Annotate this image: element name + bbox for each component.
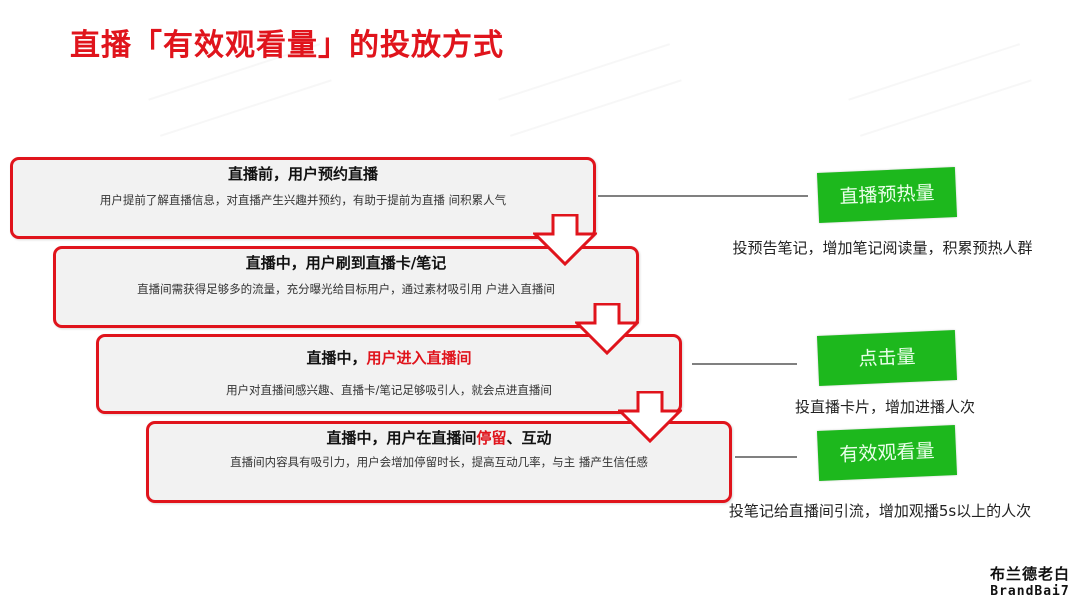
- step-box-enter-room: 直播中，用户进入直播间 用户对直播间感兴趣、直播卡/笔记足够吸引人，就会点进直播…: [96, 334, 682, 414]
- brand-name-cn: 布兰德老白: [989, 565, 1070, 583]
- step-heading: 直播前，用户预约直播: [227, 165, 378, 183]
- step-description: 用户提前了解直播信息，对直播产生兴趣并预约，有助于提前为直播 间积累人气: [99, 193, 507, 207]
- metric-caption: 投预告笔记，增加笔记阅读量，积累预热人群: [732, 239, 1033, 257]
- metric-caption: 投笔记给直播间引流，增加观播5s以上的人次: [728, 502, 1032, 520]
- step-heading: 直播中，用户进入直播间: [306, 349, 472, 367]
- step-description: 直播间需获得足够多的流量，充分曝光给目标用户，通过素材吸引用 户进入直播间: [137, 282, 555, 296]
- step-heading: 直播中，用户在直播间停留、互动: [326, 429, 552, 447]
- connector-line: [598, 195, 808, 197]
- down-arrow-icon: [618, 391, 682, 443]
- metric-badge-effective-views: 有效观看量: [816, 425, 958, 481]
- step-heading: 直播中，用户刷到直播卡/笔记: [245, 254, 447, 272]
- metric-caption: 投直播卡片，增加进播人次: [794, 398, 975, 416]
- watermark: [498, 43, 682, 137]
- brand-logo: 布兰德老白 BrandBai7: [990, 566, 1070, 600]
- connector-line: [735, 456, 797, 458]
- metric-badge-preheat: 直播预热量: [816, 167, 958, 223]
- down-arrow-icon: [533, 214, 597, 266]
- connector-line: [692, 363, 797, 365]
- step-description: 用户对直播间感兴趣、直播卡/笔记足够吸引人，就会点进直播间: [226, 383, 552, 397]
- page-title: 直播「有效观看量」的投放方式: [70, 28, 504, 63]
- step-description: 直播间内容具有吸引力，用户会增加停留时长，提高互动几率，与主 播产生信任感: [230, 455, 648, 469]
- step-box-pre-live: 直播前，用户预约直播 用户提前了解直播信息，对直播产生兴趣并预约，有助于提前为直…: [10, 157, 596, 239]
- step-box-see-card: 直播中，用户刷到直播卡/笔记 直播间需获得足够多的流量，充分曝光给目标用户，通过…: [53, 246, 639, 328]
- down-arrow-icon: [575, 303, 639, 355]
- watermark: [848, 43, 1032, 137]
- step-box-stay-interact: 直播中，用户在直播间停留、互动 直播间内容具有吸引力，用户会增加停留时长，提高互…: [146, 421, 732, 503]
- metric-badge-clicks: 点击量: [816, 330, 958, 386]
- brand-name-en: BrandBai7: [990, 584, 1070, 599]
